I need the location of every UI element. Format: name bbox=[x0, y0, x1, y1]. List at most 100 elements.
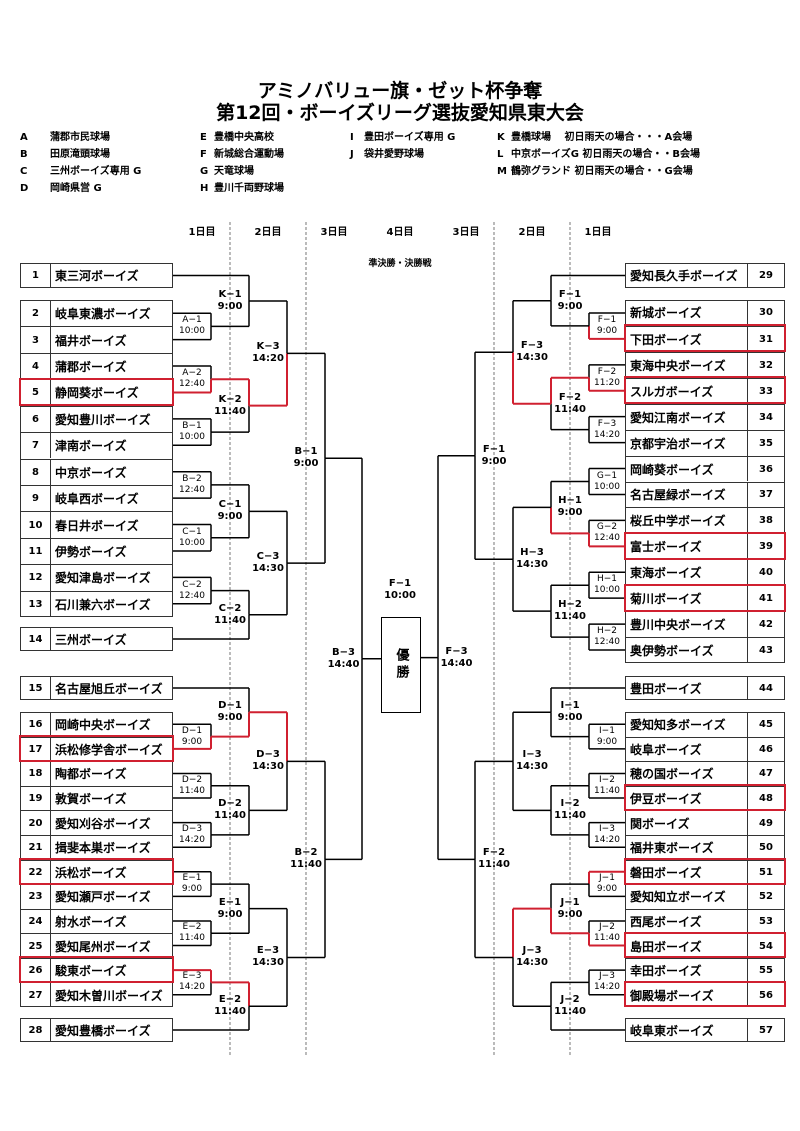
team-name: 愛知津島ボーイズ bbox=[55, 571, 151, 586]
match-time: 14:40 bbox=[440, 657, 473, 669]
team-number: 25 bbox=[21, 934, 51, 958]
venue-name: 鶴弥グランド 初日雨天の場合・・G会場 bbox=[511, 166, 693, 177]
team-name: 関ボーイズ bbox=[630, 816, 690, 831]
team-name: 岡崎葵ボーイズ bbox=[630, 462, 714, 477]
match-code: F−1 bbox=[482, 443, 506, 455]
match-code: F−2 bbox=[558, 391, 582, 403]
team-name: 桜丘中学ボーイズ bbox=[630, 514, 726, 529]
team-name: 敦賀ボーイズ bbox=[55, 792, 127, 807]
match-code: F−3 bbox=[597, 418, 617, 429]
match-time: 10:00 bbox=[179, 537, 205, 548]
team-name: 穂の国ボーイズ bbox=[630, 767, 714, 782]
venue-name: 三州ボーイズ専用 G bbox=[50, 166, 142, 177]
match-code: J−1 bbox=[599, 873, 615, 884]
team-number: 10 bbox=[21, 512, 51, 538]
venue-name: 豊橋中央高校 bbox=[214, 132, 274, 143]
team-name: 岐阜東ボーイズ bbox=[630, 1023, 714, 1038]
match-code: E−3 bbox=[256, 945, 280, 957]
team-name: 浜松ボーイズ bbox=[55, 865, 127, 880]
highlighted-team-outline bbox=[624, 583, 786, 612]
match-code: J−3 bbox=[599, 971, 615, 982]
team-name: 石川兼六ボーイズ bbox=[55, 597, 151, 612]
final-match-label: F−1 10:00 bbox=[384, 578, 416, 602]
match-code: J−2 bbox=[560, 994, 580, 1006]
match-time: 11:40 bbox=[554, 403, 586, 415]
match-code: H−3 bbox=[520, 547, 544, 559]
day-header: 2日目 bbox=[254, 227, 282, 238]
match-code: C−2 bbox=[182, 579, 202, 590]
match-time: 12:40 bbox=[179, 590, 205, 601]
team-number: 34 bbox=[747, 404, 784, 430]
match-code: J−3 bbox=[522, 945, 542, 957]
match-code: E−2 bbox=[182, 922, 202, 933]
venue-item: G 天竜球場 bbox=[200, 162, 254, 177]
team-number: 50 bbox=[747, 835, 784, 860]
match-code: F−3 bbox=[445, 645, 468, 657]
team-number: 44 bbox=[747, 676, 784, 700]
team-number: 3 bbox=[21, 327, 51, 353]
venue-code: G bbox=[200, 166, 209, 177]
venue-name: 豊橋球場 初日雨天の場合・・・A会場 bbox=[511, 132, 693, 143]
team-name: 東海ボーイズ bbox=[630, 566, 702, 581]
team-number: 23 bbox=[21, 885, 51, 909]
match-code: C−3 bbox=[256, 551, 280, 563]
match-code: H−2 bbox=[596, 626, 618, 637]
team-number: 4 bbox=[21, 353, 51, 380]
match-time: 9:00 bbox=[596, 884, 618, 895]
team-name: 伊勢ボーイズ bbox=[55, 544, 127, 559]
venue-name: 天竜球場 bbox=[214, 166, 254, 177]
match-code: E−2 bbox=[218, 994, 242, 1006]
day-header: 2日目 bbox=[518, 227, 546, 238]
team-name: 岡崎中央ボーイズ bbox=[55, 717, 151, 732]
team-name: 揖斐本巣ボーイズ bbox=[55, 841, 151, 856]
team-name: 菊川ボーイズ bbox=[630, 592, 702, 607]
match-code: K−2 bbox=[218, 393, 242, 405]
team-number: 9 bbox=[21, 485, 51, 512]
team-name: 下田ボーイズ bbox=[630, 332, 702, 347]
match-code: H−1 bbox=[558, 495, 582, 507]
match-time: 10:00 bbox=[594, 585, 620, 596]
team-number: 48 bbox=[747, 786, 784, 811]
team-number: 29 bbox=[747, 263, 784, 288]
title-line-1: アミノバリュー旗・ゼット杯争奪 bbox=[257, 80, 543, 102]
team-name: 岐阜西ボーイズ bbox=[55, 492, 139, 507]
team-name: 愛知尾州ボーイズ bbox=[55, 939, 151, 954]
team-number: 32 bbox=[747, 352, 784, 378]
match-time: 9:00 bbox=[481, 455, 507, 467]
match-time: 11:40 bbox=[214, 405, 246, 417]
match-time: 9:00 bbox=[217, 300, 243, 312]
team-number: 28 bbox=[21, 1018, 51, 1042]
team-name: 中京ボーイズ bbox=[55, 465, 127, 480]
match-code: B−3 bbox=[332, 646, 355, 658]
match-time: 11:40 bbox=[214, 810, 246, 822]
